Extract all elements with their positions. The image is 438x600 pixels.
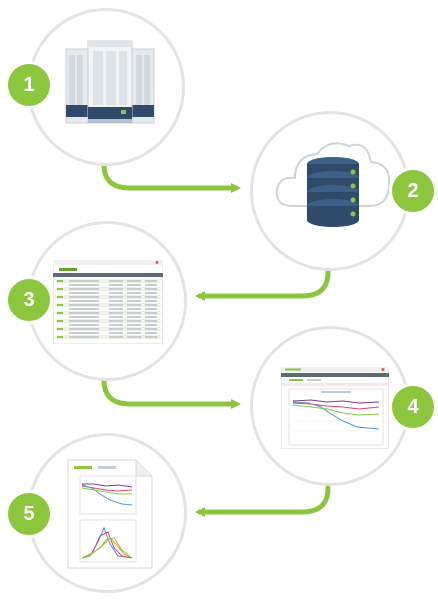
cloud-database-icon — [275, 142, 391, 227]
step-badge-1: 1 — [5, 61, 53, 109]
step-2-circle — [250, 111, 410, 271]
arrow-step4-to-step5 — [195, 485, 331, 517]
step-badge-3: 3 — [5, 276, 53, 324]
step-4-circle — [250, 326, 410, 486]
step-badge-4: 4 — [389, 383, 437, 431]
arrow-step3-to-step4 — [101, 377, 241, 409]
arrow-step2-to-step3 — [195, 269, 331, 301]
step-badge-5: 5 — [5, 490, 53, 538]
data-table-screen — [53, 260, 163, 344]
step-3-circle — [27, 221, 187, 381]
server-racks-icon — [65, 40, 155, 124]
line-chart-screen — [281, 367, 389, 449]
report-document-icon — [67, 459, 153, 569]
step-badge-2: 2 — [389, 167, 437, 215]
arrow-step1-to-step2 — [101, 162, 241, 193]
step-5-circle — [27, 433, 187, 593]
step-1-circle — [27, 8, 185, 166]
